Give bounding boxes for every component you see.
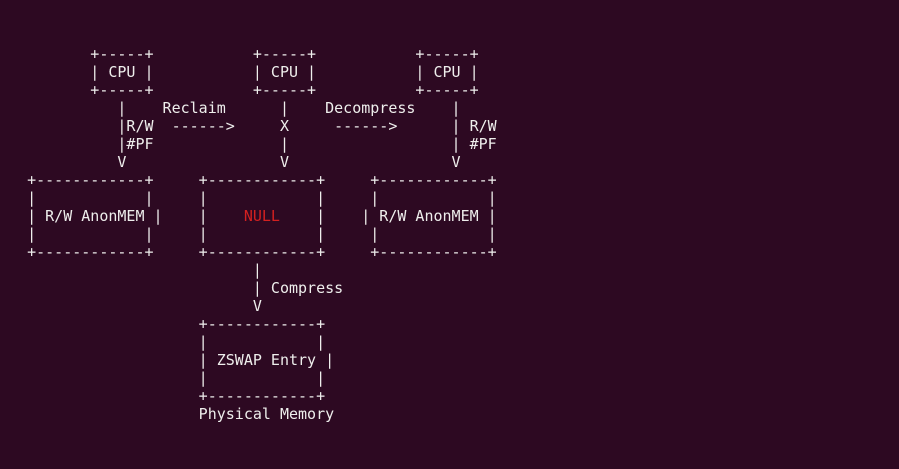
null-label: NULL xyxy=(243,207,280,225)
diagram-row-zswap-blank-upper: | | xyxy=(0,333,326,351)
diagram-row-mem-blank-lower: | | | | | | xyxy=(0,225,497,243)
diagram-row-arrow-labels: | Reclaim | Decompress | xyxy=(0,99,461,117)
diagram-row-zswap-top-border: +------------+ xyxy=(0,315,326,333)
diagram-row-compress-arrowhead: V xyxy=(0,297,262,315)
diagram-row-down-arrowheads: V V V xyxy=(0,153,461,171)
diagram-row-mem-bottom-border: +------------+ +------------+ +---------… xyxy=(0,243,497,261)
mem-label-left-segment: | R/W AnonMEM | | xyxy=(0,207,244,225)
diagram-row-pagefault-labels: |#PF | | #PF xyxy=(0,135,497,153)
diagram-row-cpu-bottom-border: +-----+ +-----+ +-----+ xyxy=(0,81,479,99)
mem-label-right-segment: | | R/W AnonMEM | xyxy=(279,207,497,225)
ascii-diagram: +-----+ +-----+ +-----+ | CPU | | CPU | … xyxy=(0,45,497,423)
diagram-row-zswap-blank-lower: | | xyxy=(0,369,326,387)
diagram-row-cpu-top-border: +-----+ +-----+ +-----+ xyxy=(0,45,479,63)
diagram-row-zswap-label: | ZSWAP Entry | xyxy=(0,351,335,369)
diagram-row-mem-blank-upper: | | | | | | xyxy=(0,189,497,207)
diagram-row-zswap-bottom-border: +------------+ xyxy=(0,387,326,405)
diagram-row-arrows: |R/W ------> X ------> | R/W xyxy=(0,117,497,135)
diagram-row-compress-label: | Compress xyxy=(0,279,344,297)
diagram-row-mem-top-border: +------------+ +------------+ +---------… xyxy=(0,171,497,189)
diagram-row-physical-memory-caption: Physical Memory xyxy=(0,405,335,423)
diagram-row-compress-stem-top: | xyxy=(0,261,262,279)
diagram-row-mem-labels: | R/W AnonMEM | | NULL | | R/W AnonMEM | xyxy=(0,207,497,225)
diagram-row-cpu-labels: | CPU | | CPU | | CPU | xyxy=(0,63,479,81)
